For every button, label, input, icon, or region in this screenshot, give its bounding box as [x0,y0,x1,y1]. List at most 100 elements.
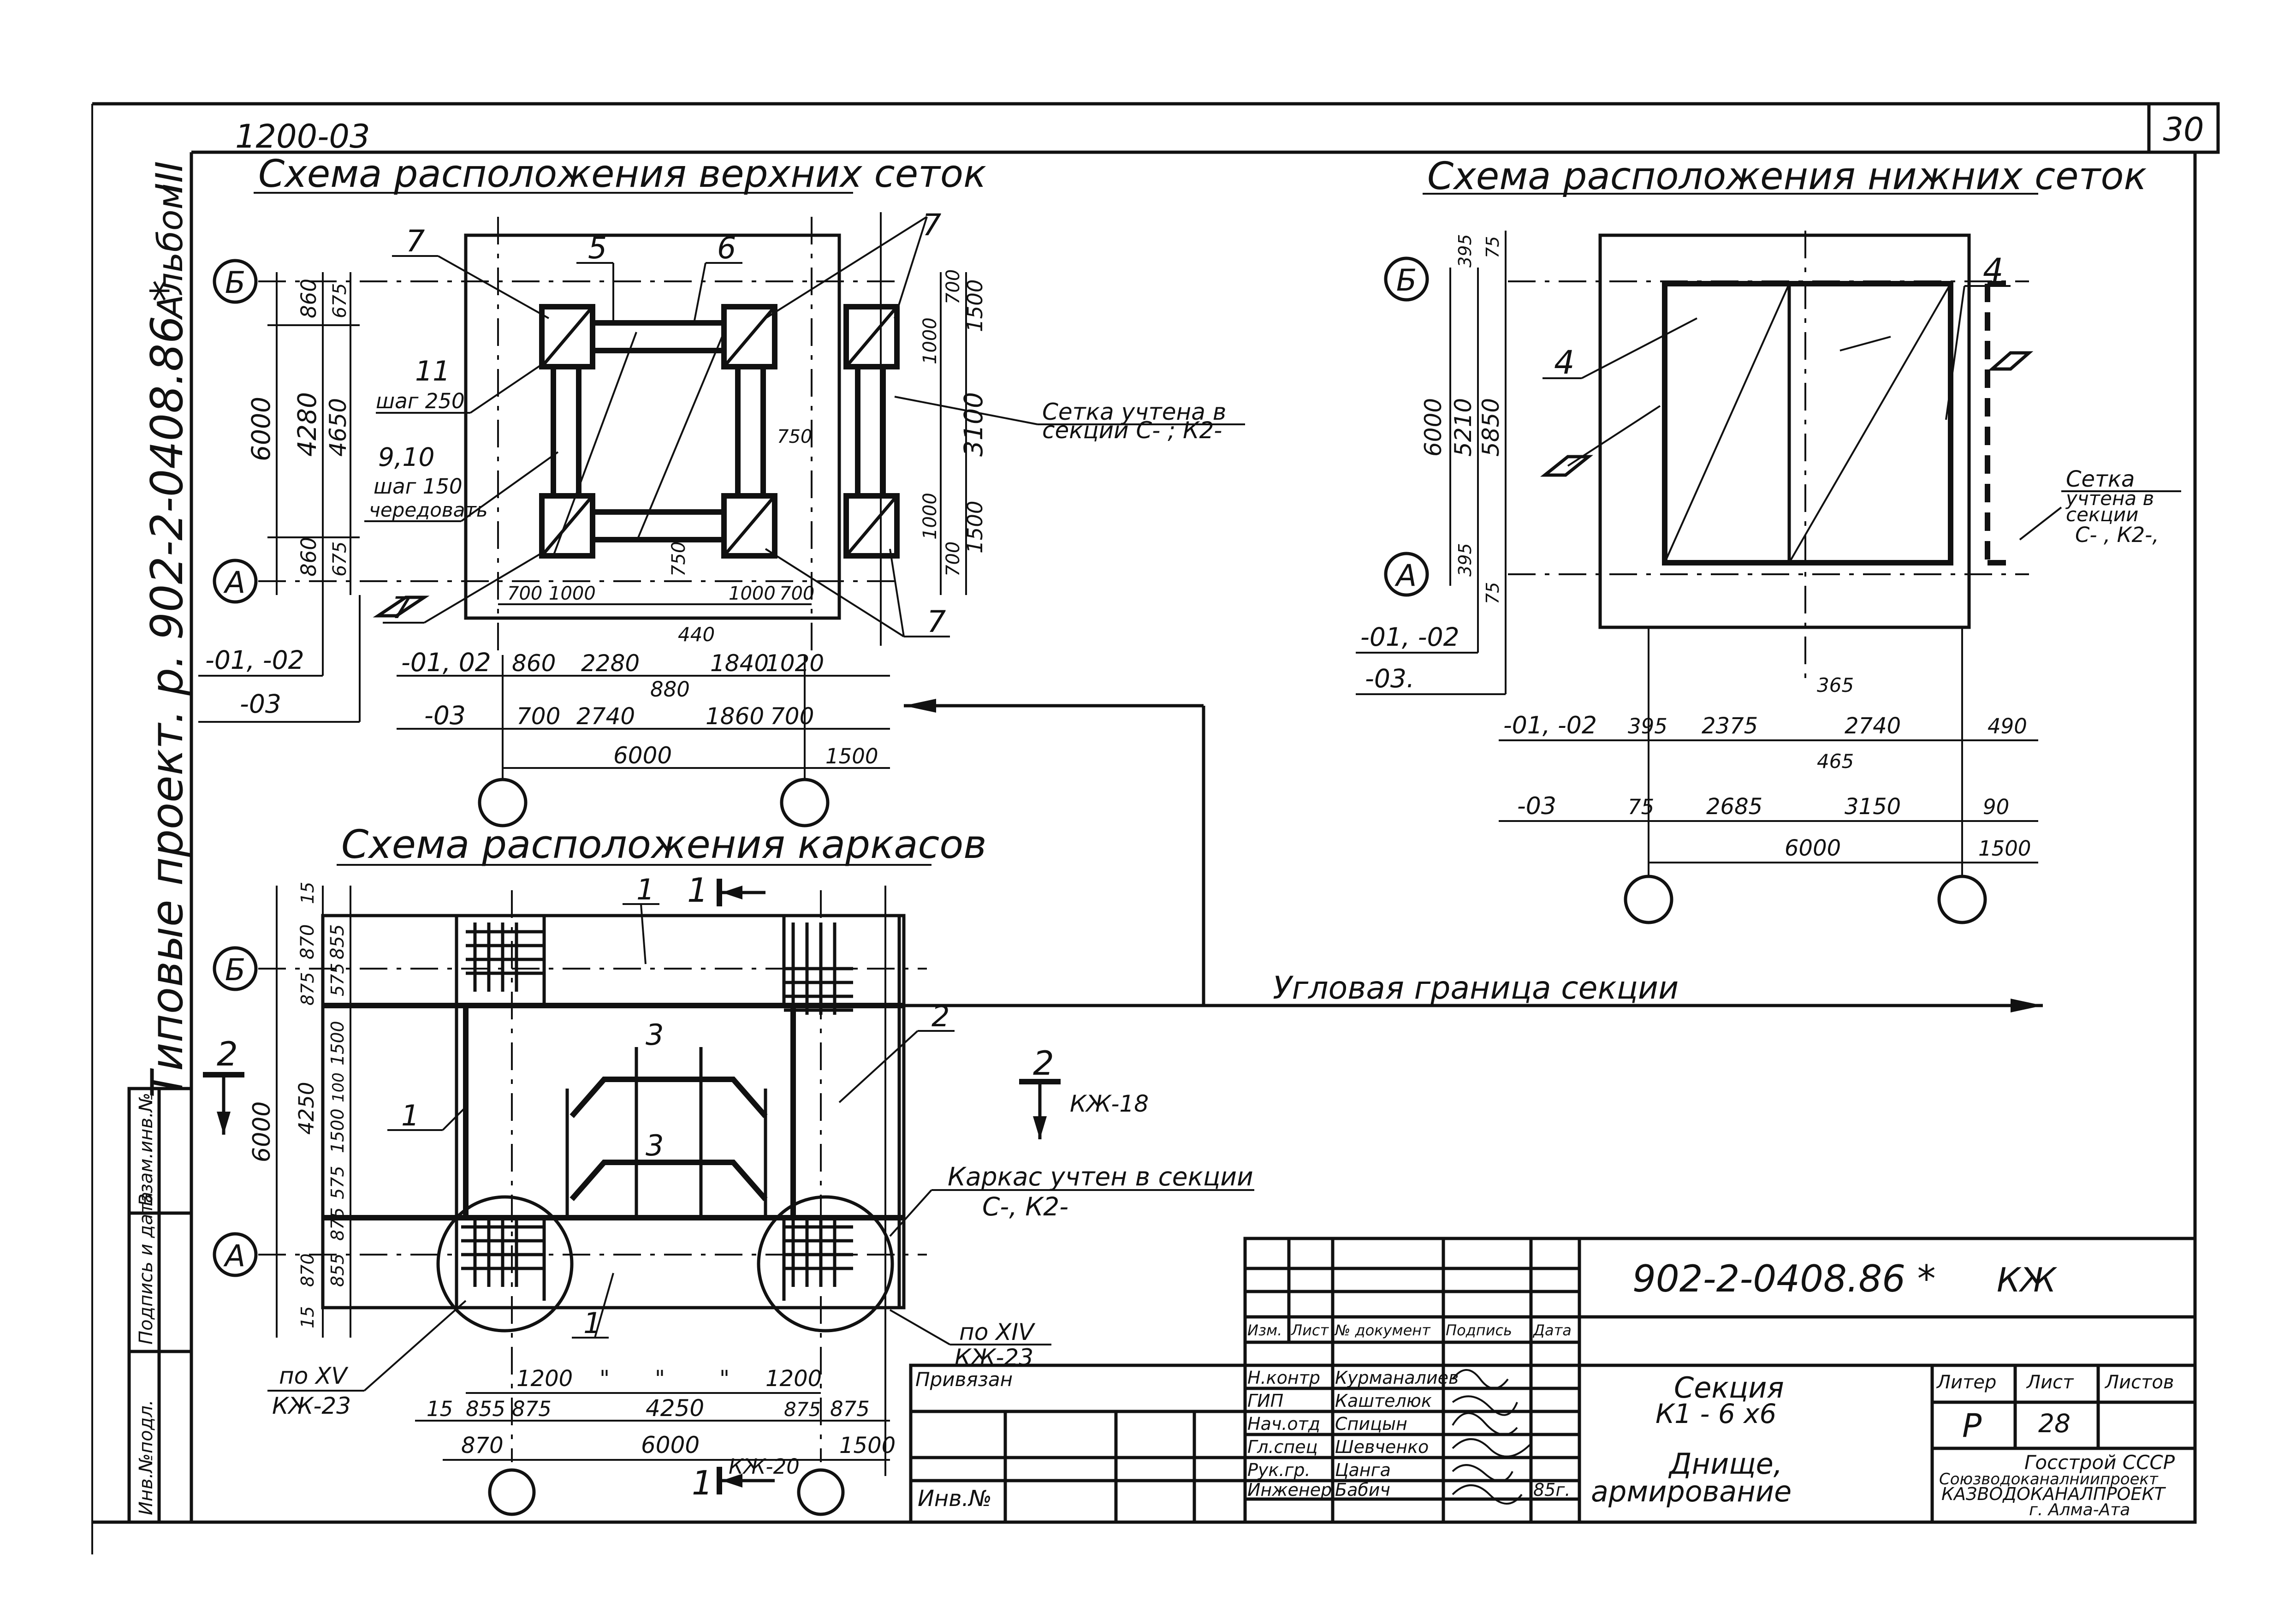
lower-note-2: учтена в [2065,487,2154,510]
frames-section-2-ref: КЖ-18 [1070,1090,1149,1117]
frames-dim-l-12: 855 [327,1253,348,1287]
lower-mark-4b: 4 [1983,251,2004,289]
stamp-inv: Инв.№ [918,1486,992,1512]
frames-section-2-right: 2 [1033,1044,1054,1083]
stamp-col-list: Лист [2026,1372,2074,1393]
lower-row1-1: 2375 [1702,713,1758,739]
frames-dim-top-3: " [719,1366,730,1392]
lower-dim-small-2: 395 [1455,543,1475,577]
drawing-code-top: 1200-03 [235,118,370,155]
frames-dim-l-0: 15 [297,882,318,904]
upper-dim-right-3: 1500 [963,279,987,332]
frames-ref-right-1: по XIV [959,1319,1036,1345]
upper-version-2: -03 [240,689,281,719]
upper-row1-2: 1840 [710,650,769,677]
upper-row2-2: 1860 [706,703,764,730]
frames-dim-bot-1: 6000 [641,1432,700,1458]
lower-dim-small-3: 75 [1483,582,1503,604]
lower-dim-small-0: 395 [1455,234,1475,268]
lower-axis-b: Б [1396,263,1417,298]
upper-mesh-title: Схема расположения верхних сеток [258,152,986,196]
boundary-line: Угловая граница секции [904,699,2043,1012]
frames-dim-l-3: 875 [297,972,318,1006]
upper-mark-7d: 7 [927,605,946,639]
stamp-privyazan: Привязан [915,1368,1013,1391]
frame-grid-br [784,1218,853,1287]
stamp-sheet-title-2: армирование [1591,1475,1792,1508]
upper-note-1: Сетка учтена в [1042,399,1226,425]
lower-dim-365: 365 [1817,674,1854,696]
frames-dim-l-10: 875 [327,1207,348,1241]
frame-grid-bl [461,1218,544,1287]
upper-dim-right-6: 700 [943,542,964,577]
frames-dim-mid-3: 4250 [646,1395,704,1422]
lower-dim-left-2: 5850 [1477,398,1504,457]
stamp-org-2: Союзводоканалниипроект [1939,1470,2159,1488]
frames-dim-l-1: 870 [297,924,318,959]
stamp-header-doc: № документ [1334,1321,1431,1339]
upper-dim-left2-2: 4650 [325,398,351,457]
stamp-section-title-2: К1 - 6 х6 [1655,1398,1776,1429]
side-title-block: Типовые проект. р. 902-2-0408.86 * Альбо… [142,161,193,1098]
frames-dim-l-11: 870 [297,1253,318,1287]
lower-mark-4a: 4 [1554,344,1575,381]
stamp-org-1: Госстрой СССР [2024,1451,2175,1474]
frames-dim-l-13: 15 [297,1306,318,1328]
lower-row2-0: 75 [1628,795,1654,819]
frames-dim-l-5: 1500 [327,1021,348,1065]
stamp-list: 28 [2038,1409,2071,1438]
upper-mesh-scheme: Схема расположения верхних сеток [198,152,1245,827]
upper-mark-910: 9,10 [378,442,434,472]
side-title: Типовые проект. р. 902-2-0408.86 * [142,280,193,1098]
upper-dim-440: 440 [678,623,715,646]
frames-note-1: Каркас учтен в секции [948,1162,1253,1191]
upper-row1-1: 2280 [581,650,640,677]
upper-row2-label: -03 [424,701,466,730]
upper-dim-880: 880 [650,677,690,702]
frames-dim-l-14: 6000 [248,1101,276,1162]
frames-dim-mid-0: 15 [427,1397,453,1421]
frames-dim-bot-2: 1500 [839,1433,896,1458]
frames-scheme: Схема расположения каркасов [203,822,1254,1516]
lower-ext: 1500 [1978,836,2031,861]
upper-step-150: шаг 150 [374,474,463,499]
frames-dim-l-6: 100 [329,1072,348,1102]
lower-axis-a: А [1394,559,1417,593]
lower-dim-small-1: 75 [1483,236,1503,258]
stamp-liter: Р [1962,1407,1982,1445]
boundary-label: Угловая граница секции [1273,970,1679,1006]
lower-row1-label: -01, -02 [1503,712,1597,739]
upper-mark-7b: 7 [922,208,941,243]
frames-note-2: С-, К2- [982,1192,1068,1221]
lower-dim-465: 465 [1817,750,1854,773]
stamp-code: 902-2-0408.86 * [1632,1257,1936,1300]
lower-version-2: -03. [1365,664,1414,693]
stamp-header-sign: Подпись [1446,1321,1512,1339]
signature-scribbles [1452,1369,1532,1505]
frames-mark-1b: 1 [401,1099,419,1132]
upper-dim-small-3: 1000 [729,583,776,604]
stamp-role-5: Инженер [1247,1480,1332,1500]
stamp-role-3: Гл.спец [1247,1437,1318,1457]
title-block: Привязан Инв.№ 902-2-0408.86 * КЖ Изм. Л… [909,1237,2197,1524]
upper-dim-small-1: 700 [507,583,542,604]
frames-mark-1a: 1 [636,873,654,906]
frames-dim-mid-2: 875 [512,1397,552,1421]
stamp-header-izm: Изм. [1247,1321,1282,1339]
frames-mark-2: 2 [931,1000,949,1033]
frames-dim-top-0: 1200 [516,1366,573,1392]
stamp-name-1: Каштелюк [1335,1391,1432,1411]
upper-dim-left2-1: 675 [329,283,350,318]
upper-ext: 1500 [825,744,878,768]
stamp-name-4: Цанга [1335,1460,1391,1480]
stamp-sheet-title-1: Днище, [1668,1447,1783,1481]
frames-title: Схема расположения каркасов [341,822,986,868]
upper-axis-b: Б [225,266,246,300]
side-stamp-inv: Инв.№подл. [136,1399,157,1515]
stamp-org-3: КАЗВОДОКАНАЛПРОЕКТ [1941,1484,2166,1504]
upper-dim-right-1: 700 [943,269,964,304]
upper-total: 6000 [613,742,672,769]
upper-dim-small-4: 700 [779,583,814,604]
upper-axis-a: А [223,565,245,600]
lower-row2-1: 2685 [1706,794,1762,820]
